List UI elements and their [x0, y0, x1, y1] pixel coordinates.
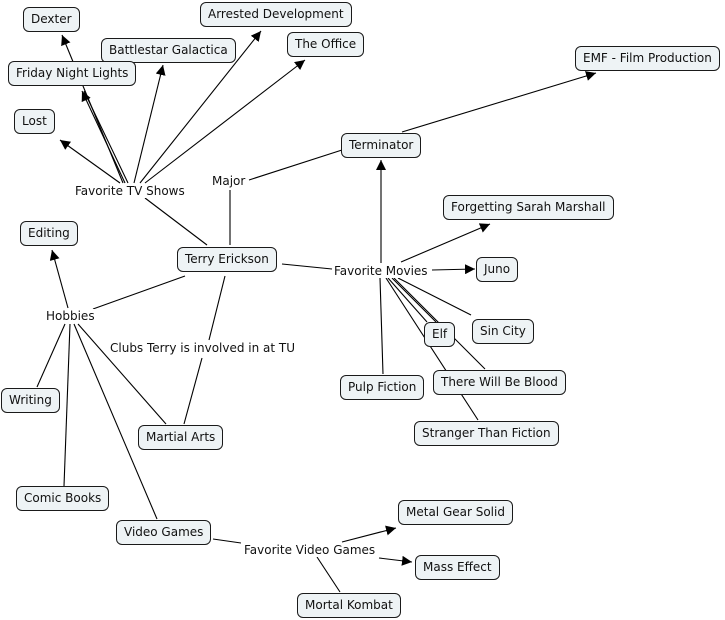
link-terry-clubs	[208, 275, 226, 341]
link-tvshows-battlestar	[133, 64, 166, 184]
link-tvshows-lost	[59, 139, 121, 184]
link-movies-stranger	[385, 277, 479, 421]
link-hobbies-editing	[49, 249, 69, 309]
link-videogames-favgames	[212, 538, 242, 544]
link-movies-forgetting	[400, 223, 491, 263]
concept-lost[interactable]: Lost	[14, 109, 55, 134]
linking-phrase-hobbies[interactable]: Hobbies	[45, 309, 96, 323]
concept-elf[interactable]: Elf	[424, 322, 456, 347]
concept-writing[interactable]: Writing	[1, 388, 60, 413]
concept-comic-books[interactable]: Comic Books	[16, 486, 110, 511]
linking-phrase-favorite-video-games[interactable]: Favorite Video Games	[243, 543, 377, 557]
link-hobbies-writing	[36, 323, 66, 388]
concept-arrested-development[interactable]: Arrested Development	[200, 2, 352, 27]
link-tvshows-arrested	[139, 30, 262, 184]
link-movies-pulp	[379, 277, 384, 375]
link-movies-elf	[391, 277, 437, 323]
concept-juno[interactable]: Juno	[476, 257, 519, 282]
concept-martial-arts[interactable]: Martial Arts	[138, 425, 224, 450]
concept-the-office[interactable]: The Office	[287, 32, 365, 57]
link-movies-sincity	[397, 277, 472, 316]
concept-mortal-kombat[interactable]: Mortal Kombat	[297, 593, 401, 618]
link-favgames-mgs	[341, 525, 397, 543]
link-terry-movies	[281, 263, 333, 270]
concept-friday-night-lights[interactable]: Friday Night Lights	[8, 61, 137, 86]
concept-stranger-than-fiction[interactable]: Stranger Than Fiction	[414, 421, 559, 446]
link-favgames-mk	[316, 556, 341, 593]
concept-pulp-fiction[interactable]: Pulp Fiction	[340, 375, 425, 400]
link-hobbies-videogames	[73, 323, 158, 520]
concept-emf-film-production[interactable]: EMF - Film Production	[575, 46, 720, 71]
concept-video-games[interactable]: Video Games	[116, 520, 212, 545]
link-favgames-masseffect	[378, 555, 413, 566]
link-hobbies-comics	[63, 323, 71, 487]
concept-mass-effect[interactable]: Mass Effect	[415, 555, 500, 580]
concept-sin-city[interactable]: Sin City	[472, 319, 534, 344]
concept-forgetting-sarah-marshall[interactable]: Forgetting Sarah Marshall	[443, 195, 614, 220]
link-tvshows-fnl	[81, 90, 126, 184]
link-movies-juno	[431, 264, 476, 275]
link-movies-elf-2	[387, 277, 428, 323]
concept-terminator[interactable]: Terminator	[341, 133, 422, 158]
link-hobbies-martial	[77, 323, 167, 425]
link-clubs-martial	[183, 357, 203, 425]
link-terry-hobbies	[92, 275, 186, 310]
concept-editing[interactable]: Editing	[20, 221, 78, 246]
link-major-terminator	[248, 149, 343, 181]
linking-phrase-favorite-tv-shows[interactable]: Favorite TV Shows	[74, 184, 186, 198]
concept-battlestar-galactica[interactable]: Battlestar Galactica	[101, 38, 236, 63]
link-terry-tvshows	[144, 197, 208, 246]
linking-phrase-favorite-movies[interactable]: Favorite Movies	[333, 264, 429, 278]
linking-phrase-major[interactable]: Major	[211, 174, 247, 188]
link-terminator-emf	[401, 71, 597, 133]
linking-phrase-clubs[interactable]: Clubs Terry is involved in at TU	[109, 341, 297, 355]
concept-terry-erickson[interactable]: Terry Erickson	[177, 247, 277, 272]
concept-there-will-be-blood[interactable]: There Will Be Blood	[433, 370, 566, 395]
link-tvshows-office	[144, 59, 306, 184]
concept-dexter[interactable]: Dexter	[23, 7, 80, 32]
concept-metal-gear-solid[interactable]: Metal Gear Solid	[398, 500, 513, 525]
link-tvshows-fnl-2	[83, 90, 129, 184]
